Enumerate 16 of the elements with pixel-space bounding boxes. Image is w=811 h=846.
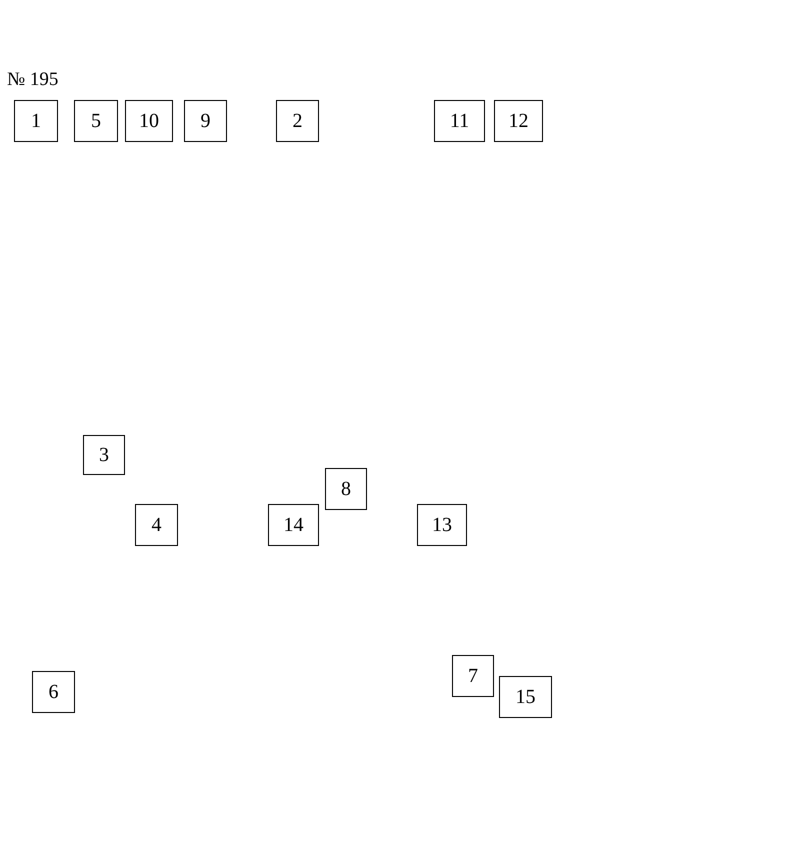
number-card: 7: [452, 655, 494, 697]
number-card: 3: [83, 435, 125, 475]
number-card: 1: [14, 100, 58, 142]
number-card: 13: [417, 504, 467, 546]
number-card: 4: [135, 504, 178, 546]
task-number: № 195: [7, 70, 58, 89]
number-card: 11: [434, 100, 485, 142]
number-card: 9: [184, 100, 227, 142]
number-card: 10: [125, 100, 173, 142]
number-card: 5: [74, 100, 118, 142]
number-card: 12: [494, 100, 543, 142]
number-card: 6: [32, 671, 75, 713]
number-card: 8: [325, 468, 367, 510]
number-card: 15: [499, 676, 552, 718]
number-card: 2: [276, 100, 319, 142]
number-card: 14: [268, 504, 319, 546]
